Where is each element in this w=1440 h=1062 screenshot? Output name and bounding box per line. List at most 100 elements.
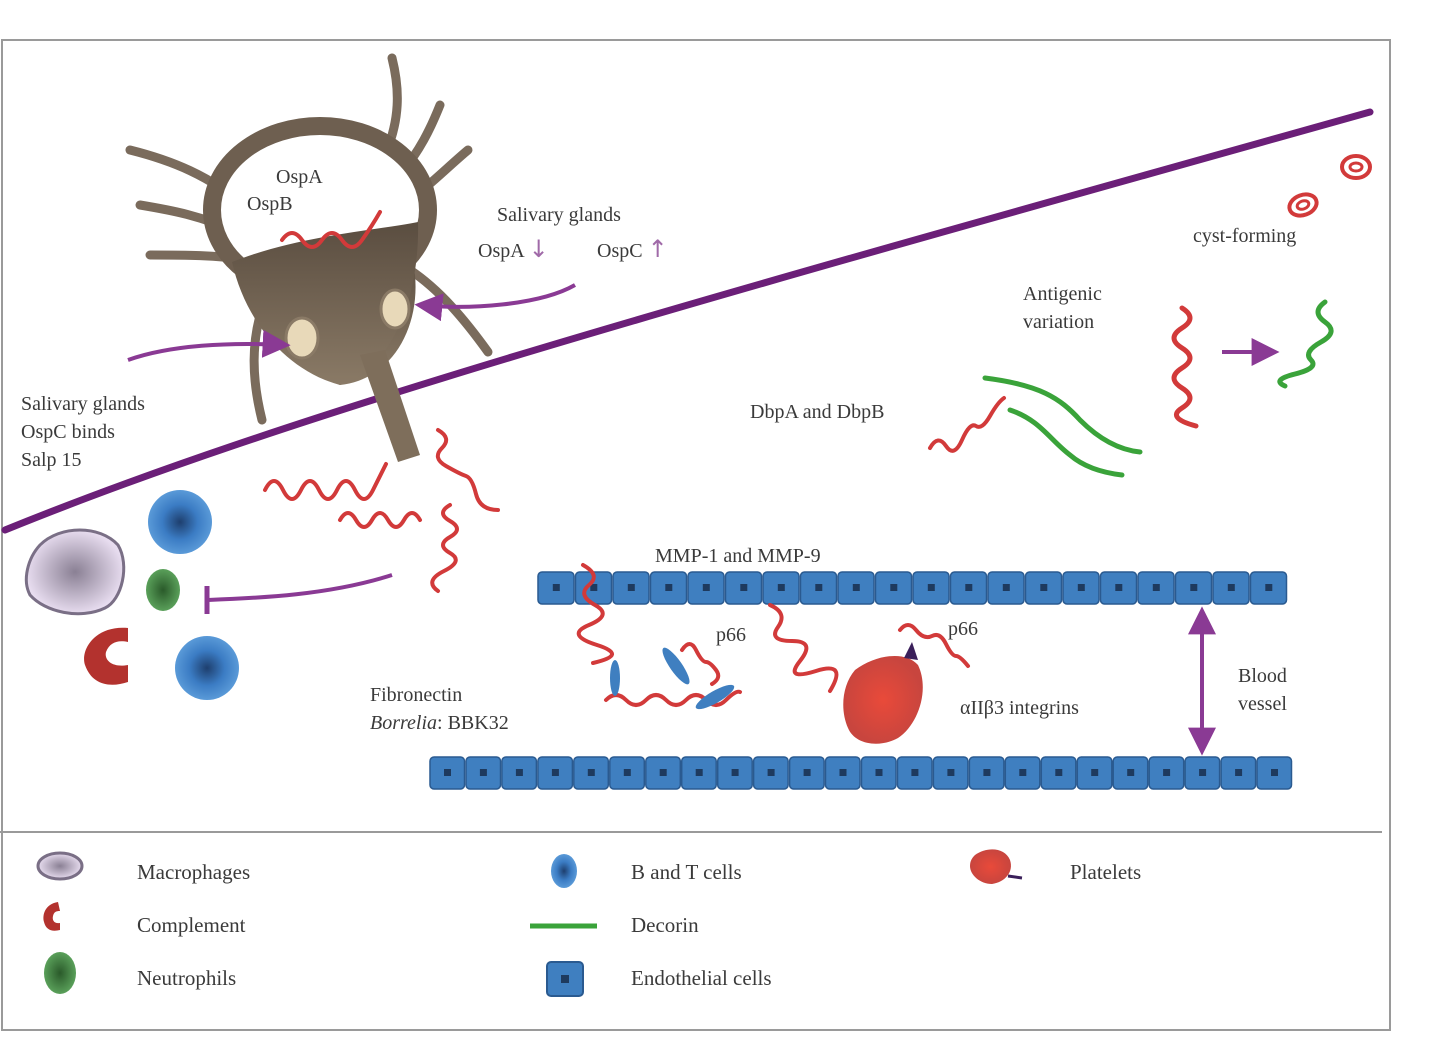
endothelial-nucleus bbox=[479, 769, 487, 776]
endothelial-nucleus bbox=[815, 584, 823, 591]
endothelial-nucleus bbox=[665, 584, 673, 591]
neutrophil-cell bbox=[146, 569, 180, 611]
endothelial-nucleus bbox=[1199, 769, 1207, 776]
label-salivary-left-2: OspC binds bbox=[21, 421, 115, 443]
endothelial-nucleus bbox=[740, 584, 748, 591]
spirochete-dbp bbox=[928, 396, 1006, 453]
endothelial-nucleus bbox=[852, 584, 860, 591]
endothelial-nucleus bbox=[695, 769, 703, 776]
endothelial-nucleus bbox=[1002, 584, 1010, 591]
endothelial-nucleus bbox=[1091, 769, 1099, 776]
endothelial-nucleus bbox=[911, 769, 919, 776]
endothelial-nucleus bbox=[839, 769, 847, 776]
label-p66-right: p66 bbox=[948, 618, 978, 640]
arrow-salivary-left bbox=[127, 329, 291, 362]
spirochete-skin-3 bbox=[435, 428, 500, 512]
label-ospa: OspA bbox=[276, 166, 323, 188]
legend-platelet-icon bbox=[970, 849, 1011, 884]
endothelial-nucleus bbox=[659, 769, 667, 776]
endothelial-nucleus bbox=[927, 584, 935, 591]
endothelial-nucleus bbox=[587, 769, 595, 776]
fibronectin-3 bbox=[695, 684, 735, 710]
endothelial-nucleus bbox=[777, 584, 785, 591]
endothelial-nucleus bbox=[515, 769, 523, 776]
up-arrow-icon: ↑ bbox=[647, 235, 668, 263]
macrophage-cell bbox=[24, 528, 126, 616]
endothelial-nucleus bbox=[1152, 584, 1160, 591]
spirochete-crossing-wall bbox=[576, 563, 614, 665]
legend-macrophages: Macrophages bbox=[137, 860, 251, 884]
endothelial-nucleus bbox=[551, 769, 559, 776]
endothelial-nucleus bbox=[890, 584, 898, 591]
endothelial-nucleus bbox=[1271, 769, 1278, 776]
spirochete-red-vertical bbox=[1171, 305, 1199, 429]
label-ospa-down: OspA ↓ bbox=[478, 235, 549, 263]
label-fibronectin: Fibronectin bbox=[370, 684, 463, 706]
label-ospb: OspB bbox=[247, 193, 293, 215]
spirochete-in-tick bbox=[280, 210, 382, 249]
legend-endothelial-icon bbox=[546, 961, 584, 997]
endothelial-nucleus bbox=[1265, 584, 1273, 591]
cyst-forms bbox=[1287, 154, 1372, 218]
spirochete-fibronectin bbox=[604, 689, 742, 707]
spirochete-skin-4 bbox=[430, 503, 459, 593]
endothelial-nucleus bbox=[623, 769, 631, 776]
endothelial-nucleus bbox=[552, 584, 560, 591]
b-t-cell-top bbox=[148, 490, 212, 554]
spirochete-p66-left bbox=[680, 642, 721, 686]
endothelial-nucleus bbox=[1235, 769, 1243, 776]
endothelial-nucleus bbox=[1190, 584, 1198, 591]
endothelial-nucleus bbox=[627, 584, 635, 591]
b-t-cell-bottom bbox=[175, 636, 239, 700]
label-antigenic-2: variation bbox=[1023, 311, 1095, 333]
endothelial-nucleus bbox=[1115, 584, 1123, 591]
spirochete-green bbox=[1277, 299, 1334, 389]
tick-illustration bbox=[125, 53, 493, 462]
complement-shape bbox=[84, 627, 128, 685]
decorin-line-1 bbox=[982, 375, 1143, 455]
label-ospc-up: OspC ↑ bbox=[597, 235, 668, 263]
label-salivary-top: Salivary glands bbox=[497, 204, 621, 226]
inhibition-line bbox=[207, 573, 393, 602]
arrow-salivary-top bbox=[414, 283, 576, 322]
decorin-line-2 bbox=[1007, 407, 1125, 478]
endothelial-nucleus bbox=[1055, 769, 1063, 776]
legend-complement: Complement bbox=[137, 913, 246, 937]
legend-endothelial: Endothelial cells bbox=[631, 966, 772, 990]
platelet-cell bbox=[843, 655, 923, 744]
vessel-wall-bottom bbox=[429, 756, 1293, 790]
endothelial-nucleus bbox=[731, 769, 739, 776]
endothelial-nucleus bbox=[803, 769, 811, 776]
endothelial-nucleus bbox=[983, 769, 991, 776]
spirochete-skin-1 bbox=[263, 462, 388, 501]
endothelial-nucleus bbox=[947, 769, 955, 776]
endothelial-nucleus bbox=[444, 769, 451, 776]
fibronectin-1 bbox=[610, 660, 620, 696]
skin-surface-line bbox=[1, 108, 1374, 534]
legend-macrophage-icon bbox=[36, 851, 84, 881]
spirochete-skin-2 bbox=[338, 511, 422, 529]
endothelial-nucleus bbox=[875, 769, 883, 776]
integrin-marker bbox=[904, 642, 918, 660]
endothelial-nucleus bbox=[590, 584, 598, 591]
legend-neutrophils: Neutrophils bbox=[137, 966, 237, 990]
label-antigenic-1: Antigenic bbox=[1023, 283, 1102, 305]
endothelial-nucleus bbox=[1040, 584, 1048, 591]
label-mmp: MMP-1 and MMP-9 bbox=[655, 545, 821, 567]
legend-bt-cell-icon bbox=[551, 854, 577, 888]
vessel-wall-top bbox=[537, 571, 1288, 605]
legend-platelets: Platelets bbox=[1070, 860, 1142, 884]
down-arrow-icon: ↓ bbox=[528, 235, 549, 263]
spirochete-p66-right bbox=[898, 623, 970, 668]
endothelial-nucleus bbox=[702, 584, 710, 591]
endothelial-nucleus bbox=[1163, 769, 1171, 776]
endothelial-nucleus bbox=[1019, 769, 1027, 776]
endothelial-nucleus bbox=[1227, 584, 1235, 591]
label-blood-2: vessel bbox=[1238, 693, 1287, 715]
legend-complement-icon bbox=[43, 902, 60, 931]
endothelial-nucleus bbox=[965, 584, 973, 591]
label-salivary-left-3: Salp 15 bbox=[21, 449, 82, 471]
endothelial-nucleus bbox=[1077, 584, 1085, 591]
legend-bt-cells: B and T cells bbox=[631, 860, 742, 884]
